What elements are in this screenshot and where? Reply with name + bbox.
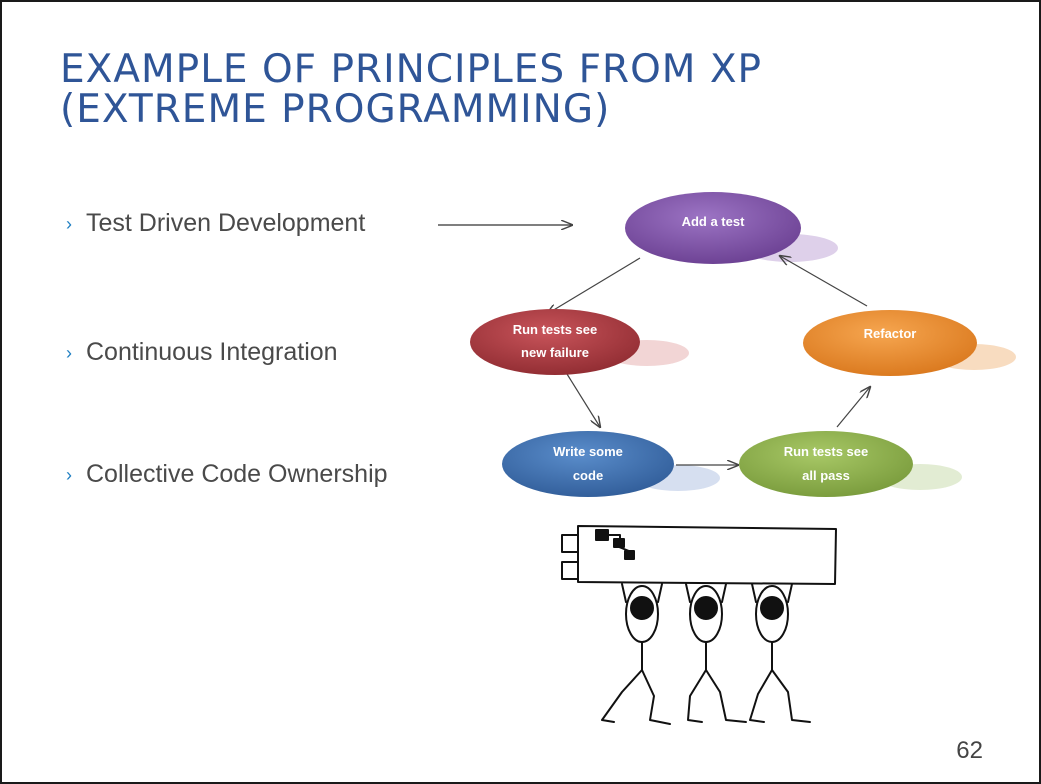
node-run-tests-all-pass: Run tests see all pass	[739, 431, 913, 497]
cycle-arrow	[547, 257, 641, 314]
cycle-arrow	[836, 387, 870, 428]
node-label-line1: Run tests see	[513, 322, 598, 337]
bullet-text: Continuous Integration	[86, 338, 338, 366]
node-shape	[803, 310, 977, 376]
node-write-some-code: Write some code	[502, 431, 674, 497]
node-shape	[739, 431, 913, 497]
bullet-chevron-icon: ›	[66, 465, 72, 485]
bullet-chevron-icon: ›	[66, 343, 72, 363]
bullet-chevron-icon: ›	[66, 214, 72, 234]
node-shape	[502, 431, 674, 497]
title-line-2: (EXTREME PROGRAMMING)	[60, 87, 611, 132]
cycle-arrow	[566, 373, 600, 427]
title-line-1: EXAMPLE OF PRINCIPLES FROM XP	[60, 47, 763, 92]
node-refactor: Refactor	[803, 310, 977, 376]
bullet-text: Collective Code Ownership	[86, 460, 388, 488]
slide-title: EXAMPLE OF PRINCIPLES FROM XP (EXTREME P…	[60, 50, 762, 130]
bullet-continuous-integration: › Continuous Integration	[66, 338, 338, 367]
node-label: Refactor	[864, 326, 917, 341]
node-label-line2: new failure	[521, 345, 589, 360]
page-number: 62	[956, 737, 983, 764]
node-shape	[625, 192, 801, 264]
cycle-arrow	[780, 256, 868, 307]
node-label-line1: Run tests see	[784, 444, 869, 459]
node-label-line2: all pass	[802, 468, 850, 483]
node-label-line2: code	[573, 468, 603, 483]
bullet-test-driven-development: › Test Driven Development	[66, 209, 365, 238]
bullet-collective-code-ownership: › Collective Code Ownership	[66, 460, 388, 489]
node-shape	[470, 309, 640, 375]
node-label: Add a test	[682, 214, 746, 229]
node-add-a-test: Add a test	[625, 192, 801, 264]
node-label-line1: Write some	[553, 444, 623, 459]
node-run-tests-new-failure: Run tests see new failure	[470, 309, 640, 375]
team-carrying-server-icon	[561, 525, 837, 725]
bullet-text: Test Driven Development	[86, 209, 366, 237]
